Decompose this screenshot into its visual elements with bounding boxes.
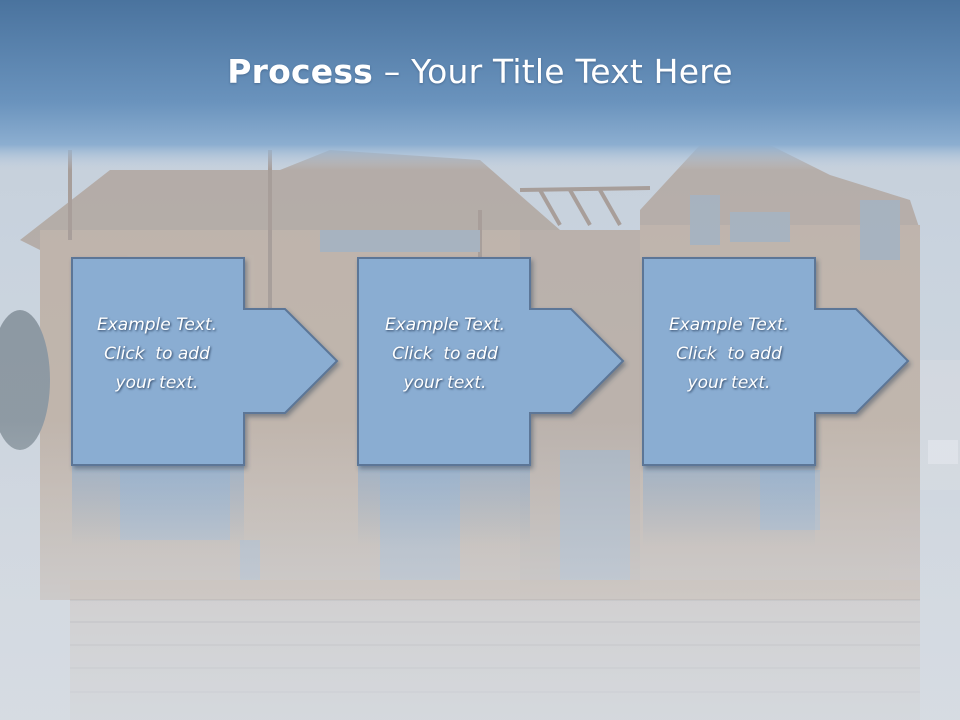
- step-2-shape[interactable]: [357, 257, 625, 546]
- header-band: [0, 0, 960, 170]
- step-2-line-2: Click to add: [392, 344, 498, 364]
- step-2-line-1: Example Text.: [384, 315, 506, 335]
- step-2-line-3: your text.: [403, 373, 487, 393]
- step-3-text[interactable]: Example Text. Click to add your text.: [644, 311, 814, 398]
- step-3-line-3: your text.: [687, 373, 771, 393]
- step-3-line-2: Click to add: [676, 344, 782, 364]
- title-rest-part: – Your Title Text Here: [373, 52, 733, 91]
- step-1-text[interactable]: Example Text. Click to add your text.: [72, 311, 242, 398]
- step-3-line-1: Example Text.: [668, 315, 790, 335]
- step-1-line-2: Click to add: [104, 344, 210, 364]
- slide-title[interactable]: Process – Your Title Text Here: [0, 52, 960, 91]
- title-bold-part: Process: [227, 52, 374, 91]
- step-2-text[interactable]: Example Text. Click to add your text.: [360, 311, 530, 398]
- step-3-shape[interactable]: [642, 257, 910, 546]
- step-1-line-3: your text.: [115, 373, 199, 393]
- step-1-line-1: Example Text.: [96, 315, 218, 335]
- step-1-shape[interactable]: [71, 257, 339, 546]
